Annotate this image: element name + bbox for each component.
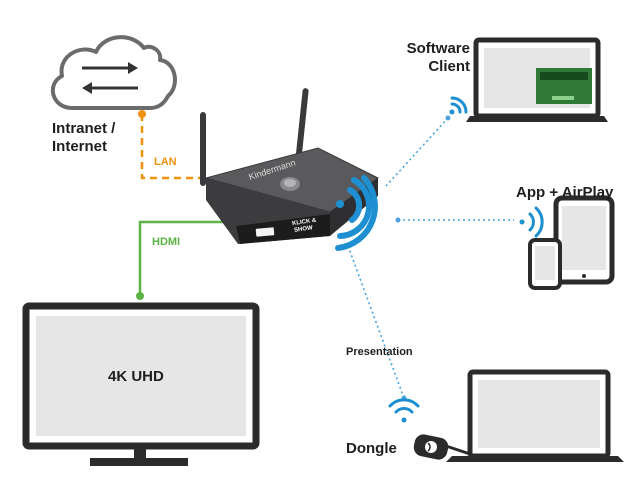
label-intranet-line1: Intranet / [52, 120, 116, 137]
cloud-sync-icon [50, 35, 177, 110]
laptop-software-client [466, 37, 608, 122]
tablet-icon [553, 195, 615, 285]
label-intranet-line2: Internet [52, 138, 108, 155]
dongle-icon [413, 434, 471, 460]
label-hdmi: HDMI [152, 236, 181, 248]
device-logo-line2: SHOW [294, 225, 314, 234]
label-lan: LAN [154, 156, 177, 168]
tv-icon [22, 302, 260, 466]
label-software-client: Software Client [400, 40, 470, 76]
device-logo-line1: KLICK & [292, 218, 318, 227]
label-app-airplay: App + AirPlay [516, 184, 614, 201]
wireless-links [347, 117, 514, 399]
label-software-line2: Client [428, 58, 470, 75]
label-dongle: Dongle [346, 440, 397, 457]
phone-icon [528, 238, 562, 290]
lan-connection [138, 110, 240, 182]
wifi-small-icon [449, 96, 468, 115]
antenna-right [295, 88, 309, 162]
label-presentation: Presentation [346, 346, 413, 358]
wifi-small-icon [519, 206, 544, 238]
label-intranet: Intranet / Internet [52, 120, 115, 156]
laptop-presentation [446, 369, 624, 462]
wifi-small-icon [388, 398, 420, 423]
wifi-broadcast-icon [335, 175, 378, 251]
antenna-left [200, 112, 206, 186]
label-tv: 4K UHD [108, 368, 164, 385]
label-software-line1: Software [406, 40, 470, 57]
